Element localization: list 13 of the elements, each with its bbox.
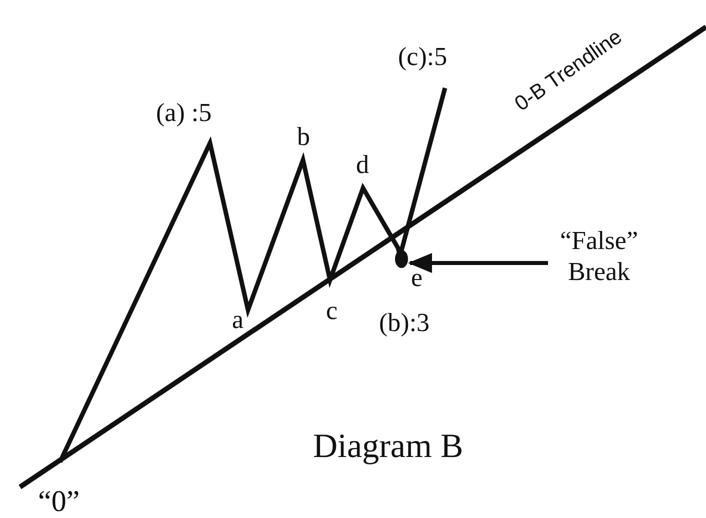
wave-label: a (232, 307, 244, 333)
wave-label: e (411, 265, 423, 291)
wave-label: d (356, 152, 369, 178)
annotation-text: “False” Break (544, 225, 654, 288)
wave-label: “0” (38, 487, 80, 517)
diagram-title: Diagram B (313, 430, 464, 464)
break-point-dot (395, 250, 408, 268)
wave-label: c (326, 298, 338, 324)
wave-label: (c):5 (398, 44, 448, 70)
arrow (408, 253, 548, 273)
wave-label: (a) :5 (156, 100, 212, 126)
wave-label: (b):3 (379, 310, 430, 336)
wave-label: b (297, 124, 310, 150)
